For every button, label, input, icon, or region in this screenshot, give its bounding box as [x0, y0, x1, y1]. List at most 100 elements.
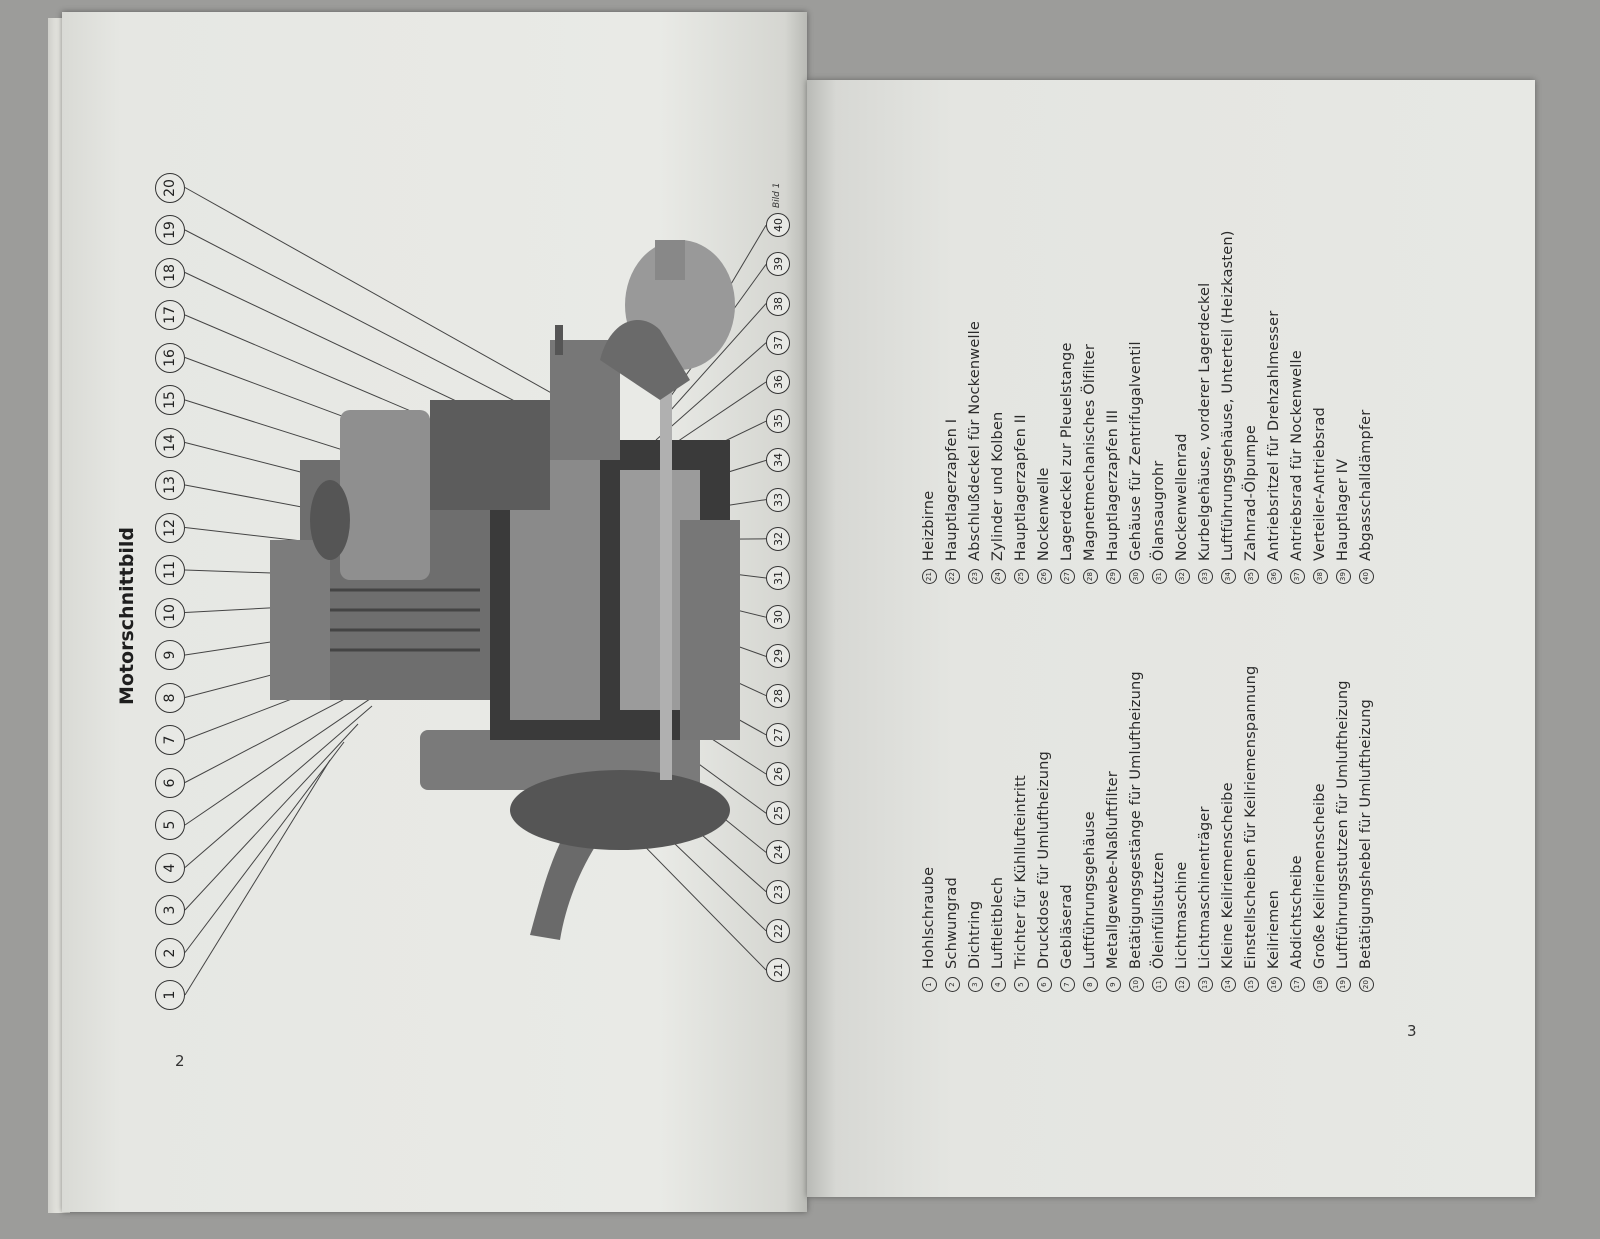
legend-number: 33	[1198, 569, 1213, 584]
page-title: Motorschnittbild	[116, 527, 138, 705]
callout-27: 27	[766, 722, 790, 747]
legend-number: 5	[1014, 977, 1029, 992]
legend-label: Gebläserad	[1059, 884, 1075, 969]
legend-label: Luftführungsgehäuse	[1082, 811, 1098, 969]
legend-number: 35	[1244, 569, 1259, 584]
legend-number: 23	[968, 569, 983, 584]
legend-label: Zahnrad-Ölpumpe	[1243, 425, 1259, 561]
figure-label: Bild 1	[772, 182, 782, 208]
oil-filter	[680, 520, 740, 740]
callout-10: 10	[155, 597, 185, 628]
callout-30: 30	[766, 605, 790, 630]
callout-17: 17	[155, 300, 185, 330]
legend-label: Betätigungshebel für Umluftheizung	[1358, 699, 1374, 969]
legend-item: 22 Hauptlagerzapfen I	[941, 154, 964, 584]
legend-number: 22	[945, 569, 960, 584]
callout-19: 19	[155, 215, 185, 245]
legend-label: Lagerdeckel zur Pleuelstange	[1059, 342, 1075, 561]
callout-32: 32	[766, 526, 790, 551]
legend-item: 15 Einstellscheiben für Keilriemenspannun…	[1240, 562, 1263, 992]
legend-label: Druckdose für Umluftheizung	[1036, 751, 1052, 969]
legend-number: 21	[922, 569, 937, 584]
legend-label: Dichtring	[967, 900, 983, 969]
legend-label: Magnetmechanisches Ölfilter	[1082, 343, 1098, 561]
legend-item: 3 Dichtring	[964, 562, 987, 992]
leader-line	[184, 723, 359, 911]
legend-list-21-40: 21 Heizbirne 22 Hauptlagerzapfen I 23 Abschlu…	[918, 154, 1378, 584]
leader-line	[661, 303, 767, 421]
callout-3: 3	[155, 895, 185, 925]
legend-number: 9	[1106, 977, 1121, 992]
legend-number: 38	[1313, 569, 1328, 584]
legend-item: 9 Metallgewebe-Naßluftfilter	[1102, 562, 1125, 992]
exhaust-pipe	[530, 790, 640, 940]
legend-label: Antriebsrad für Nockenwelle	[1289, 350, 1305, 561]
callout-37: 37	[766, 330, 790, 355]
legend-number: 2	[945, 977, 960, 992]
leader-line	[184, 741, 345, 953]
legend-item: 21 Heizbirne	[918, 154, 941, 584]
callout-16: 16	[155, 342, 185, 373]
legend-label: Keilriemen	[1266, 890, 1282, 969]
generator	[340, 410, 430, 580]
legend-number: 31	[1152, 569, 1167, 584]
callout-7: 7	[155, 725, 185, 755]
legend-number: 10	[1129, 977, 1144, 992]
legend-label: Hauptlagerzapfen III	[1105, 409, 1121, 561]
callout-33: 33	[766, 487, 790, 512]
callout-5: 5	[155, 810, 185, 840]
legend-number: 18	[1313, 977, 1328, 992]
legend-number: 12	[1175, 977, 1190, 992]
legend-number: 17	[1290, 977, 1305, 992]
legend-label: Hauptlager IV	[1335, 458, 1351, 561]
callout-2: 2	[155, 937, 185, 968]
legend-number: 29	[1106, 569, 1121, 584]
callout-22: 22	[766, 918, 790, 943]
legend-label: Zylinder und Kolben	[990, 411, 1006, 561]
legend-label: Metallgewebe-Naßluftfilter	[1105, 771, 1121, 969]
legend-number: 4	[991, 977, 1006, 992]
legend-label: Einstellscheiben für Keilriemenspannung	[1243, 665, 1259, 969]
legend-label: Hauptlagerzapfen I	[944, 418, 960, 561]
legend-number: 19	[1336, 977, 1351, 992]
legend-number: 13	[1198, 977, 1213, 992]
legend-number: 3	[968, 977, 983, 992]
legend-label: Abschlußdeckel für Nockenwelle	[967, 320, 983, 561]
legend-label: Öleinfüllstutzen	[1151, 852, 1167, 969]
legend-number: 36	[1267, 569, 1282, 584]
legend-number: 37	[1290, 569, 1305, 584]
callout-36: 36	[766, 370, 790, 394]
callout-23: 23	[766, 879, 790, 904]
legend-label: Abgasschalldämpfer	[1358, 409, 1374, 561]
leader-line	[655, 342, 767, 441]
legend-label: Nockenwelle	[1036, 467, 1052, 561]
callout-21: 21	[766, 958, 790, 982]
leader-line	[184, 705, 373, 868]
callout-35: 35	[766, 409, 790, 434]
legend-number: 16	[1267, 977, 1282, 992]
callout-12: 12	[155, 512, 185, 543]
legend-item: 16 Keilriemen	[1263, 562, 1286, 992]
legend-number: 7	[1060, 977, 1075, 992]
legend-label: Heizbirne	[921, 490, 937, 561]
legend-label: Antriebsritzel für Drehzahlmesser	[1266, 310, 1282, 561]
callout-14: 14	[155, 427, 185, 458]
legend-number: 15	[1244, 977, 1259, 992]
